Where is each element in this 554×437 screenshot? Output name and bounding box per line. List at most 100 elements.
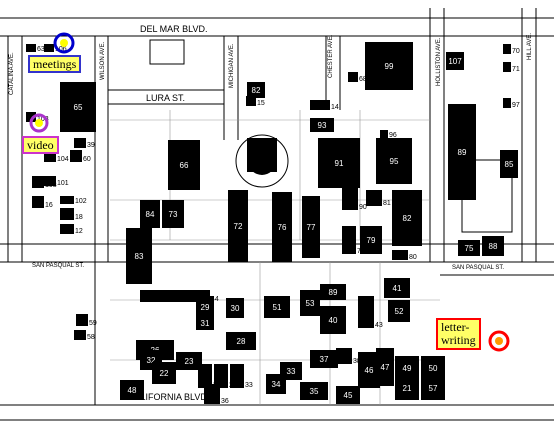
building-footprint — [376, 138, 412, 184]
building-number: 57 — [429, 384, 438, 393]
building-footprint — [310, 100, 330, 110]
building-107: 107 — [446, 52, 464, 70]
building-footprint — [342, 226, 356, 254]
building-66: 66 — [168, 140, 200, 190]
building-number: 36 — [221, 398, 229, 405]
building-number: 18 — [75, 214, 83, 221]
building-51: 51 — [264, 296, 290, 318]
building-footprint — [300, 290, 320, 316]
building-footprint — [318, 138, 360, 188]
street-label-wilson: WILSON AVE. — [100, 41, 106, 80]
building-number: 12 — [75, 228, 83, 235]
building-number: 101 — [57, 180, 69, 187]
building-number: 89 — [329, 288, 338, 297]
building-footprint — [247, 82, 265, 98]
building-footprint — [358, 296, 374, 328]
building-15: 15 — [246, 96, 265, 107]
building-number: 82 — [252, 86, 261, 95]
building-89: 89 — [448, 104, 476, 200]
building-97: 97 — [503, 98, 520, 109]
plaza-ring — [235, 134, 289, 188]
building-footprint — [264, 296, 290, 318]
building-number: 80 — [409, 254, 417, 261]
building-88: 88 — [482, 236, 504, 256]
building-18: 18 — [60, 208, 83, 221]
building-number: 72 — [234, 222, 243, 231]
building-number: 81 — [383, 200, 391, 207]
building-footprint — [204, 384, 220, 404]
building-number: 33 — [287, 367, 296, 376]
building-number: 49 — [403, 364, 412, 373]
building-number: 99 — [385, 62, 394, 71]
building-number: 104 — [57, 156, 69, 163]
building-footprint — [196, 296, 214, 318]
building-number: 102 — [75, 198, 87, 205]
street-label-layer: DEL MAR BLVD. CALIFORNIA BLVD. SAN PASQU… — [9, 24, 533, 402]
building-number: 50 — [429, 364, 438, 373]
building-footprint — [228, 190, 248, 262]
street-label-california: CALIFORNIA BLVD. — [128, 392, 209, 402]
building-101: 101 — [44, 176, 69, 187]
building-number: 14 — [331, 104, 339, 111]
building-58: 58 — [74, 330, 95, 341]
building-footprint — [44, 44, 54, 52]
street-label-del-mar: DEL MAR BLVD. — [140, 24, 208, 34]
building-number: 53 — [306, 299, 315, 308]
building-number: 40 — [329, 316, 338, 325]
building-footprint — [230, 364, 244, 388]
building-80: 80 — [392, 250, 417, 261]
building-footprint — [76, 314, 88, 326]
building-number: 39 — [87, 142, 95, 149]
building-number: 75 — [465, 244, 474, 253]
building-number: 58 — [87, 334, 95, 341]
letter-writing-label-line2: writing — [441, 333, 476, 347]
street-label-san-pasqual-east: SAN PASQUAL ST. — [452, 265, 504, 271]
building-93: 93 — [310, 118, 334, 132]
building-footprint — [458, 240, 480, 256]
meetings-marker-ring[interactable] — [53, 32, 75, 54]
building-60: 60 — [70, 150, 91, 163]
building-footprint — [503, 62, 511, 72]
building-number: 84 — [146, 210, 155, 219]
building-footprint — [320, 306, 346, 334]
building-43: 43 — [358, 296, 383, 329]
building-68: 68 — [348, 72, 367, 83]
meetings-callout[interactable]: meetings — [28, 55, 82, 73]
building-90: 90 — [342, 188, 367, 211]
building-28: 28 — [226, 332, 256, 350]
building-65: 65 — [60, 82, 96, 132]
building-footprint — [365, 42, 413, 90]
video-callout[interactable]: video — [22, 136, 59, 154]
building-number: 23 — [185, 357, 194, 366]
building-footprint — [60, 196, 74, 204]
letter-writing-callout[interactable]: letter- writing — [436, 318, 481, 350]
building-number: 95 — [390, 157, 399, 166]
building-number: 76 — [278, 223, 287, 232]
building-number: 97 — [512, 102, 520, 109]
letter-writing-marker-dot — [495, 337, 503, 345]
building-45: 45 — [336, 386, 360, 404]
building-footprint — [310, 118, 334, 132]
video-marker-ring[interactable] — [29, 113, 49, 133]
building-number: 91 — [335, 159, 344, 168]
building-footprint — [392, 250, 408, 260]
building-number: 35 — [310, 387, 319, 396]
building-footprint — [348, 72, 358, 82]
building-36: 36 — [204, 384, 229, 405]
building-35: 35 — [300, 382, 328, 400]
building-12: 12 — [60, 224, 83, 235]
building-16: 16 — [32, 196, 53, 209]
building-number: 16 — [45, 202, 53, 209]
building-38: 38 — [336, 348, 361, 365]
building-59: 59 — [76, 314, 97, 327]
building-number: 29 — [201, 303, 210, 312]
letter-writing-marker-ring[interactable] — [488, 330, 510, 352]
building-number: 73 — [169, 210, 178, 219]
building-footprint — [140, 290, 210, 302]
building-number: 38 — [353, 358, 361, 365]
building-footprint — [320, 284, 346, 300]
building-footprint — [74, 330, 86, 340]
building-30: 30 — [226, 298, 244, 318]
building-footprint — [503, 44, 511, 54]
